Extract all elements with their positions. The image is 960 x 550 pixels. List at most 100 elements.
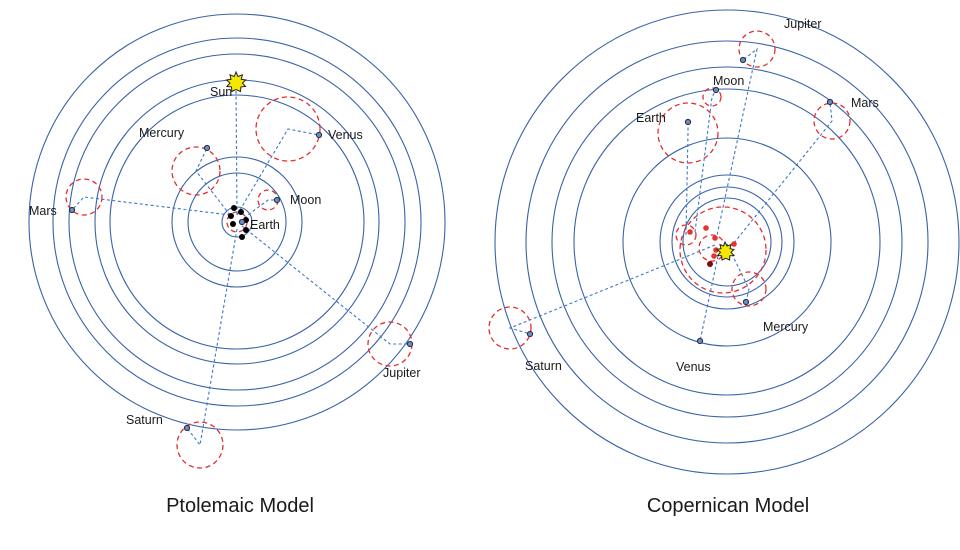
ptolemaic-center-dot — [228, 213, 234, 219]
copernican-orbit-6 — [551, 66, 903, 418]
copernican-epicycles — [488, 30, 851, 350]
ptolemaic-planets — [68, 131, 414, 432]
ptolemaic-epicycle-saturn — [176, 421, 224, 469]
ptolemaic-labels: Sun Mercury Venus Mars Moon Earth Jupite… — [29, 85, 421, 427]
copernican-epicycle-mars — [813, 102, 851, 140]
ptolemaic-label-mars: Mars — [29, 204, 57, 218]
copernican-orbits — [494, 9, 960, 475]
copernican-orbit-3 — [659, 174, 795, 310]
copernican-label-earth: Earth — [636, 111, 666, 125]
ptolemaic-planet-venus — [315, 131, 323, 139]
ptolemaic-sun-icon — [225, 70, 248, 93]
copernican-center-dot — [711, 253, 717, 259]
ptolemaic-epicycles — [65, 96, 413, 469]
ptolemaic-epicycle-mercury — [171, 146, 221, 196]
copernican-orbit-7 — [525, 40, 929, 444]
ptolemaic-label-sun: Sun — [210, 85, 232, 99]
ptolemaic-label-saturn: Saturn — [126, 413, 163, 427]
ptolemaic-label-moon: Moon — [290, 193, 321, 207]
copernican-orbit-2 — [671, 186, 783, 298]
copernican-epicycle-earth — [657, 102, 719, 164]
copernican-label-moon: Moon — [713, 74, 744, 88]
ptolemaic-orbit-3 — [171, 156, 303, 288]
ptolemaic-earth-planet — [238, 218, 246, 226]
copernican-planet-moon — [712, 86, 720, 94]
copernican-caption: Copernican Model — [647, 495, 809, 517]
ptolemaic-label-venus: Venus — [328, 128, 363, 142]
copernican-link-moon — [694, 89, 717, 233]
ptolemaic-planet-jupiter — [406, 340, 414, 348]
copernican-label-venus: Venus — [676, 360, 711, 374]
ptolemaic-link-saturn — [186, 228, 238, 447]
ptolemaic-center-dot — [239, 234, 245, 240]
ptolemaic-orbit-2 — [187, 172, 287, 272]
copernican-epicycle-center-large — [679, 206, 767, 294]
copernican-sun-icon — [715, 240, 736, 261]
ptolemaic-link-venus — [236, 128, 320, 216]
ptolemaic-orbit-5 — [94, 79, 380, 365]
copernican-orbit-5 — [573, 88, 881, 396]
ptolemaic-planet-mars — [68, 206, 76, 214]
ptolemaic-orbit-4 — [109, 94, 365, 350]
ptolemaic-center-dot — [231, 205, 237, 211]
ptolemaic-orbit-8 — [28, 13, 446, 431]
ptolemaic-label-earth: Earth — [250, 218, 280, 232]
ptolemaic-epicycle-venus — [255, 96, 321, 162]
copernican-center-dot — [712, 235, 718, 241]
copernican-planet-mars — [826, 98, 834, 106]
ptolemaic-center-dot — [243, 227, 249, 233]
copernican-center-dots — [687, 225, 737, 267]
copernican-planet-mercury — [742, 298, 750, 306]
sun-icon — [715, 240, 736, 261]
ptolemaic-planet-saturn — [183, 424, 191, 432]
copernican-labels: Jupiter Moon Earth Mars Mercury Saturn V… — [525, 17, 879, 374]
copernican-center-dot — [713, 247, 719, 253]
copernican-label-jupiter: Jupiter — [784, 17, 822, 31]
copernican-planet-earth — [684, 118, 692, 126]
ptolemaic-epicycle-mars — [65, 178, 103, 216]
copernican-orbit-1 — [682, 197, 772, 287]
copernican-label-mercury: Mercury — [763, 320, 809, 334]
copernican-link-saturn — [508, 244, 716, 335]
ptolemaic-orbit-7 — [52, 37, 422, 407]
ptolemaic-center-dots — [228, 205, 249, 240]
copernican-center-dot — [703, 225, 709, 231]
copernican-label-mars: Mars — [851, 96, 879, 110]
copernican-epicycle-jupiter — [738, 30, 776, 68]
copernican-planets — [526, 56, 834, 345]
copernican-center-dot — [707, 261, 713, 267]
copernican-orbit-8 — [494, 9, 960, 475]
ptolemaic-center-dot — [230, 221, 236, 227]
ptolemaic-planet-mercury — [203, 144, 211, 152]
copernican-orbit-4 — [622, 137, 832, 347]
copernican-links — [508, 47, 833, 342]
sun-icon — [225, 70, 248, 93]
copernican-epicycle-saturn — [488, 306, 532, 350]
ptolemaic-label-jupiter: Jupiter — [383, 366, 421, 380]
copernican-center-dot — [731, 241, 737, 247]
copernican-link-jupiter — [715, 47, 758, 241]
ptolemaic-model: Sun Mercury Venus Mars Moon Earth Jupite… — [28, 13, 446, 517]
copernican-link-venus — [699, 255, 719, 342]
ptolemaic-center-dot — [238, 209, 244, 215]
copernican-model: Jupiter Moon Earth Mars Mercury Saturn V… — [488, 9, 960, 517]
ptolemaic-link-mercury — [195, 147, 231, 216]
ptolemaic-orbit-6 — [68, 53, 406, 391]
copernican-center-dot — [687, 229, 693, 235]
copernican-planet-jupiter — [739, 56, 747, 64]
ptolemaic-caption: Ptolemaic Model — [166, 495, 314, 517]
copernican-link-earth — [685, 122, 689, 236]
ptolemaic-planet-moon — [273, 196, 281, 204]
copernican-link-mars — [733, 101, 833, 244]
copernican-epicycle-mercury — [731, 271, 767, 307]
ptolemaic-link-sun — [235, 85, 238, 216]
ptolemaic-link-jupiter — [241, 225, 410, 345]
copernican-planet-venus — [696, 337, 704, 345]
ptolemaic-label-mercury: Mercury — [139, 126, 185, 140]
copernican-planet-saturn — [526, 330, 534, 338]
copernican-epicycle-earth-inner — [675, 224, 697, 246]
copernican-epicycle-moon — [702, 87, 722, 107]
copernican-link-mercury — [726, 243, 750, 303]
copernican-label-saturn: Saturn — [525, 359, 562, 373]
